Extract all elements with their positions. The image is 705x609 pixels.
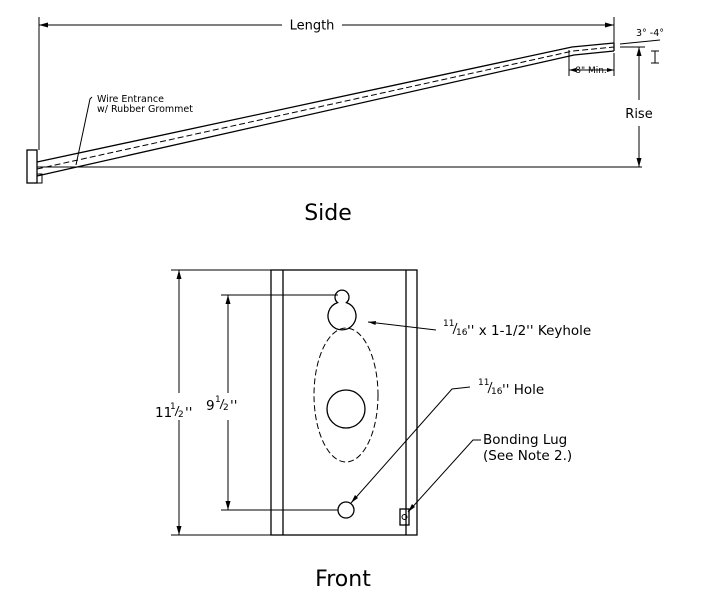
overall-height-whole: 11 (155, 405, 172, 421)
bonding-lug-label-line1: Bonding Lug (483, 432, 567, 448)
hole-leader-arrow (351, 495, 358, 503)
angle-reference-line (619, 39, 661, 45)
side-view-title: Side (304, 201, 352, 226)
keyhole-leader-arrow (368, 321, 376, 325)
spacing-arrow-top (225, 295, 231, 304)
keyhole (327, 289, 357, 331)
front-view: 11 1 2 '' 9 1 2 '' 11 16 '' x 1-1/2'' Ke… (155, 269, 591, 592)
hole-label: 11 16 '' Hole (478, 378, 544, 398)
wire-entrance-label-line2: w/ Rubber Grommet (97, 104, 193, 115)
overall-height-denominator: 2 (178, 410, 184, 420)
wire-entrance-label-line1: Wire Entrance (97, 94, 164, 105)
hole-spacing-denominator: 2 (223, 403, 229, 413)
rise-label: Rise (625, 107, 652, 122)
spacing-arrow-bottom (225, 501, 231, 510)
overall-height-fraction-bar (174, 405, 180, 417)
hole-leader (350, 386, 471, 504)
dashed-ellipse (313, 327, 379, 463)
keyhole-label-denominator: 16 (456, 328, 468, 338)
hole-spacing-unit: '' (230, 398, 237, 414)
rise-arrow-bottom (636, 158, 642, 167)
hole-label-fraction-bar (487, 381, 493, 394)
base-plate (26, 149, 38, 184)
arm-bottom-edge (36, 50, 615, 177)
side-view: Length Rise 8" Min. 3° -4° Wire (26, 17, 664, 226)
overall-height-unit: '' (185, 405, 192, 421)
hole-spacing-whole: 9 (206, 398, 215, 414)
bonding-lug-leader-arrow (408, 504, 415, 512)
hole-label-text: '' Hole (502, 382, 544, 398)
arm-centerline (36, 46, 615, 170)
min-arrow-left (569, 68, 576, 72)
keyhole-label-fraction-bar (452, 322, 458, 335)
overall-height-label: 11 1 2 '' (155, 402, 192, 421)
bonding-lug-leader (407, 439, 481, 513)
length-arrow-right (605, 22, 614, 28)
bonding-lug-hole (401, 514, 408, 520)
base-plate-clip (36, 173, 43, 184)
rise-arrow-top (636, 47, 642, 56)
hole-label-denominator: 16 (491, 387, 503, 397)
keyhole-label-numerator: 11 (443, 319, 454, 329)
overall-height-numerator: 1 (170, 402, 176, 412)
front-plate-outline (270, 269, 418, 536)
bonding-lug-label-line2: (See Note 2.) (483, 448, 572, 464)
min-label: 8" Min. (575, 66, 607, 76)
min-arrow-right (607, 68, 614, 72)
bottom-hole (337, 501, 355, 519)
front-view-title: Front (315, 567, 371, 592)
keyhole-label-text: '' x 1-1/2'' Keyhole (467, 323, 591, 339)
angle-label: 3° -4° (636, 28, 664, 39)
keyhole-leader (367, 321, 437, 331)
keyhole-label: 11 16 '' x 1-1/2'' Keyhole (443, 319, 591, 339)
arm-top-edge (36, 42, 615, 163)
hole-spacing-fraction-bar (219, 398, 225, 410)
overall-arrow-bottom (176, 526, 182, 535)
length-arrow-left (39, 22, 48, 28)
overall-arrow-top (176, 270, 182, 279)
hole-spacing-numerator: 1 (215, 395, 221, 405)
length-label: Length (290, 19, 335, 34)
hole-label-numerator: 11 (478, 378, 489, 388)
center-hole (326, 389, 366, 429)
bonding-lug (399, 508, 410, 526)
wire-entrance-leader (75, 96, 93, 166)
hole-spacing-label: 9 1 2 '' (206, 395, 237, 414)
